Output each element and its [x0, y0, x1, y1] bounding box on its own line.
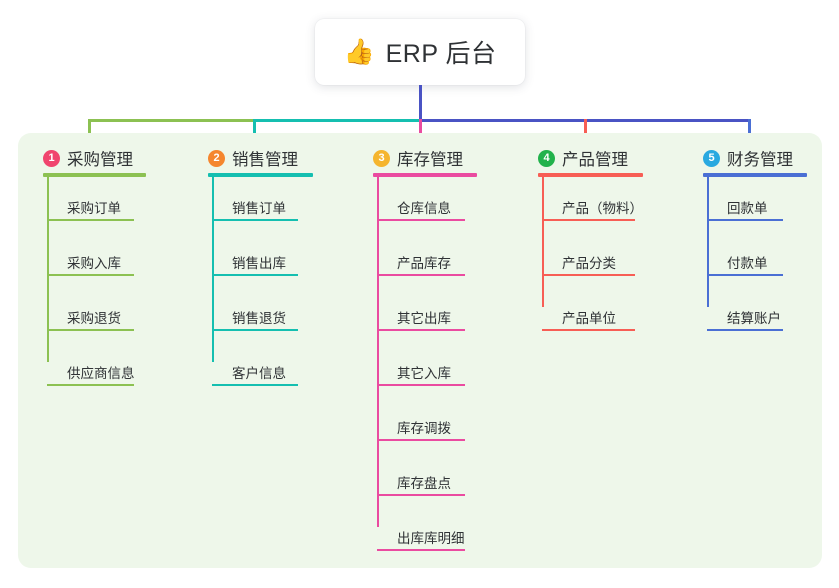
leaf-item-rule	[377, 494, 465, 496]
leaf-item-label: 回款单	[727, 201, 768, 216]
branch-stem	[707, 177, 709, 307]
leaf-item-rule	[377, 549, 465, 551]
branch-header-rule	[538, 173, 643, 177]
leaf-item-label: 销售退货	[232, 311, 286, 326]
leaf-item-rule	[212, 329, 298, 331]
leaf-item-label: 产品单位	[562, 311, 616, 326]
leaf-item[interactable]: 其它入库	[377, 360, 465, 386]
branch-header-4[interactable]: 4 产品管理	[538, 146, 628, 170]
branch-title: 销售管理	[232, 151, 298, 169]
branch-header-3[interactable]: 3 库存管理	[373, 146, 463, 170]
leaf-item[interactable]: 库存调拨	[377, 415, 465, 441]
leaf-item-rule	[542, 329, 635, 331]
leaf-item[interactable]: 付款单	[707, 250, 783, 276]
leaf-item[interactable]: 产品（物料）	[542, 195, 643, 221]
leaf-item-rule	[212, 384, 298, 386]
leaf-item-rule	[47, 274, 134, 276]
leaf-item[interactable]: 供应商信息	[47, 360, 135, 386]
leaf-item[interactable]: 采购退货	[47, 305, 134, 331]
leaf-item-rule	[47, 219, 134, 221]
leaf-item[interactable]: 库存盘点	[377, 470, 465, 496]
leaf-item-rule	[377, 329, 465, 331]
branch-header-2[interactable]: 2 销售管理	[208, 146, 298, 170]
branch-title: 库存管理	[397, 151, 463, 169]
trunk-bar-segment-1	[88, 119, 255, 122]
leaf-item-label: 产品库存	[397, 256, 451, 271]
leaf-item-rule	[47, 329, 134, 331]
branch-stem	[377, 177, 379, 527]
root-node-title: ERP 后台	[385, 40, 497, 68]
branch-header-rule	[208, 173, 313, 177]
branch-number-badge: 4	[538, 149, 555, 167]
branch-header-1[interactable]: 1 采购管理	[43, 146, 133, 170]
leaf-item-rule	[47, 384, 134, 386]
branch-title: 产品管理	[562, 151, 628, 169]
leaf-item-label: 出库库明细	[397, 531, 465, 546]
leaf-item-label: 产品分类	[562, 256, 616, 271]
thumbs-up-icon: 👍	[343, 37, 375, 66]
leaf-item-rule	[377, 384, 465, 386]
leaf-item[interactable]: 其它出库	[377, 305, 465, 331]
leaf-item-rule	[707, 274, 783, 276]
branch-number-badge: 1	[43, 149, 60, 167]
branch-title: 财务管理	[727, 151, 793, 169]
branch-number-badge: 3	[373, 149, 390, 167]
branch-stem	[542, 177, 544, 307]
branch-stem	[212, 177, 214, 362]
leaf-item-label: 其它入库	[397, 366, 451, 381]
leaf-item[interactable]: 销售订单	[212, 195, 298, 221]
branch-title: 采购管理	[67, 151, 133, 169]
branch-header-rule	[703, 173, 807, 177]
trunk-bar-segment-2	[253, 119, 421, 122]
leaf-item[interactable]: 采购入库	[47, 250, 134, 276]
branch-number-badge: 2	[208, 149, 225, 167]
leaf-item-label: 其它出库	[397, 311, 451, 326]
leaf-item-label: 采购订单	[67, 201, 121, 216]
leaf-item[interactable]: 仓库信息	[377, 195, 465, 221]
leaf-item[interactable]: 采购订单	[47, 195, 134, 221]
leaf-item-label: 采购入库	[67, 256, 121, 271]
root-node-content: 👍 ERP 后台	[343, 34, 496, 70]
leaf-item[interactable]: 销售出库	[212, 250, 298, 276]
root-trunk-line	[419, 85, 422, 121]
leaf-item-label: 销售出库	[232, 256, 286, 271]
leaf-item-label: 付款单	[727, 256, 768, 271]
leaf-item-label: 供应商信息	[67, 366, 135, 381]
leaf-item-label: 客户信息	[232, 366, 286, 381]
leaf-item-rule	[212, 274, 298, 276]
leaf-item-rule	[707, 219, 783, 221]
leaf-item-label: 库存盘点	[397, 476, 451, 491]
leaf-item-rule	[212, 219, 298, 221]
leaf-item-rule	[542, 219, 635, 221]
leaf-item-rule	[707, 329, 783, 331]
leaf-item-label: 仓库信息	[397, 201, 451, 216]
leaf-item[interactable]: 回款单	[707, 195, 783, 221]
leaf-item-rule	[542, 274, 635, 276]
leaf-item[interactable]: 产品分类	[542, 250, 635, 276]
leaf-item[interactable]: 客户信息	[212, 360, 298, 386]
root-node-card[interactable]: 👍 ERP 后台	[315, 19, 525, 85]
leaf-item[interactable]: 产品单位	[542, 305, 635, 331]
leaf-item-label: 采购退货	[67, 311, 121, 326]
leaf-item-rule	[377, 439, 465, 441]
branch-header-rule	[43, 173, 146, 177]
leaf-item[interactable]: 结算账户	[707, 305, 783, 331]
branch-number-badge: 5	[703, 149, 720, 167]
branch-stem	[47, 177, 49, 362]
leaf-item[interactable]: 出库库明细	[377, 525, 465, 551]
leaf-item-label: 销售订单	[232, 201, 286, 216]
branch-panel: 1 采购管理采购订单采购入库采购退货供应商信息 2 销售管理销售订单销售出库销售退货客…	[18, 133, 822, 568]
leaf-item[interactable]: 销售退货	[212, 305, 298, 331]
leaf-item-label: 库存调拨	[397, 421, 451, 436]
leaf-item-rule	[377, 219, 465, 221]
leaf-item-rule	[377, 274, 465, 276]
branch-header-5[interactable]: 5 财务管理	[703, 146, 793, 170]
leaf-item[interactable]: 产品库存	[377, 250, 465, 276]
leaf-item-label: 结算账户	[727, 311, 781, 326]
branch-header-rule	[373, 173, 477, 177]
leaf-item-label: 产品（物料）	[562, 201, 643, 216]
